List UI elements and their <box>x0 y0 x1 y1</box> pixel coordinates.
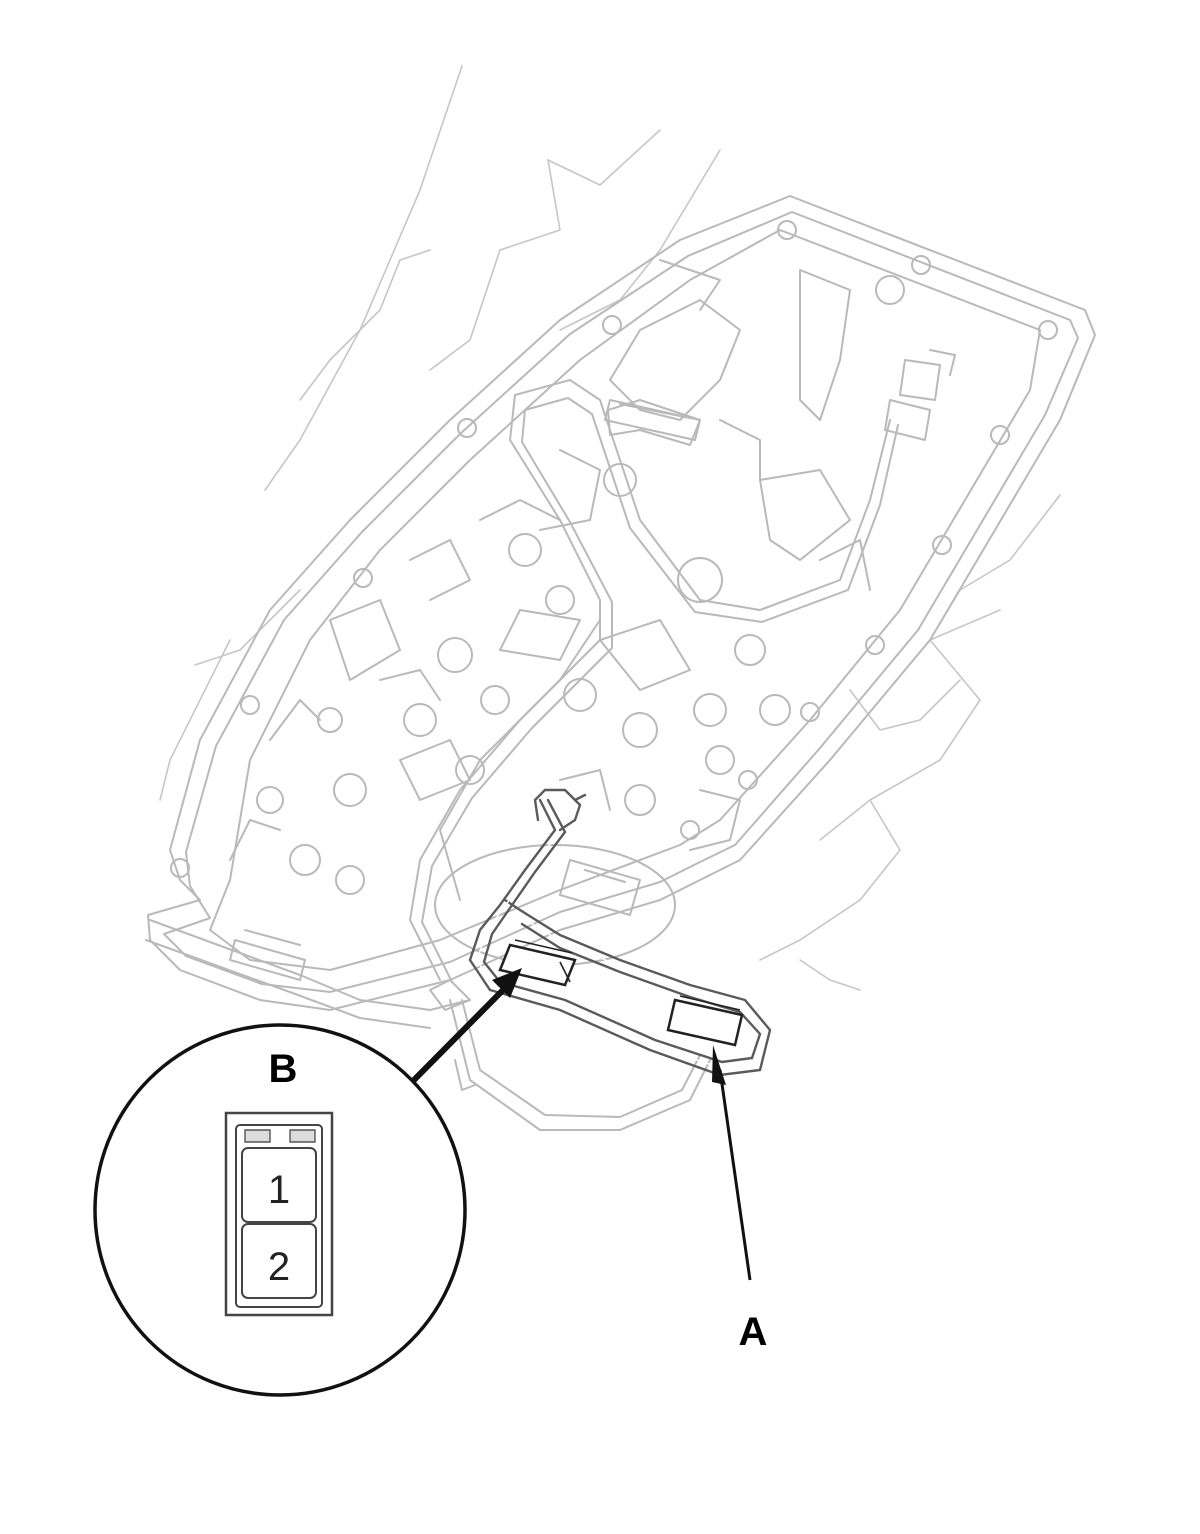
pin-label-2: 2 <box>268 1245 290 1289</box>
valve-body-frame <box>145 195 1096 1029</box>
callout-label-b: B <box>269 1047 298 1091</box>
pin-label-1: 1 <box>268 1168 290 1212</box>
valve-body-interior <box>229 259 956 981</box>
leader-a <box>712 1045 752 1281</box>
callout-label-a: A <box>739 1310 768 1354</box>
wire-harness <box>468 788 772 1077</box>
wiring-loops <box>409 379 899 1131</box>
leader-b <box>409 968 522 1085</box>
connector-a <box>666 995 744 1047</box>
connector-b-face <box>224 1111 334 1317</box>
connector-b <box>498 939 577 987</box>
